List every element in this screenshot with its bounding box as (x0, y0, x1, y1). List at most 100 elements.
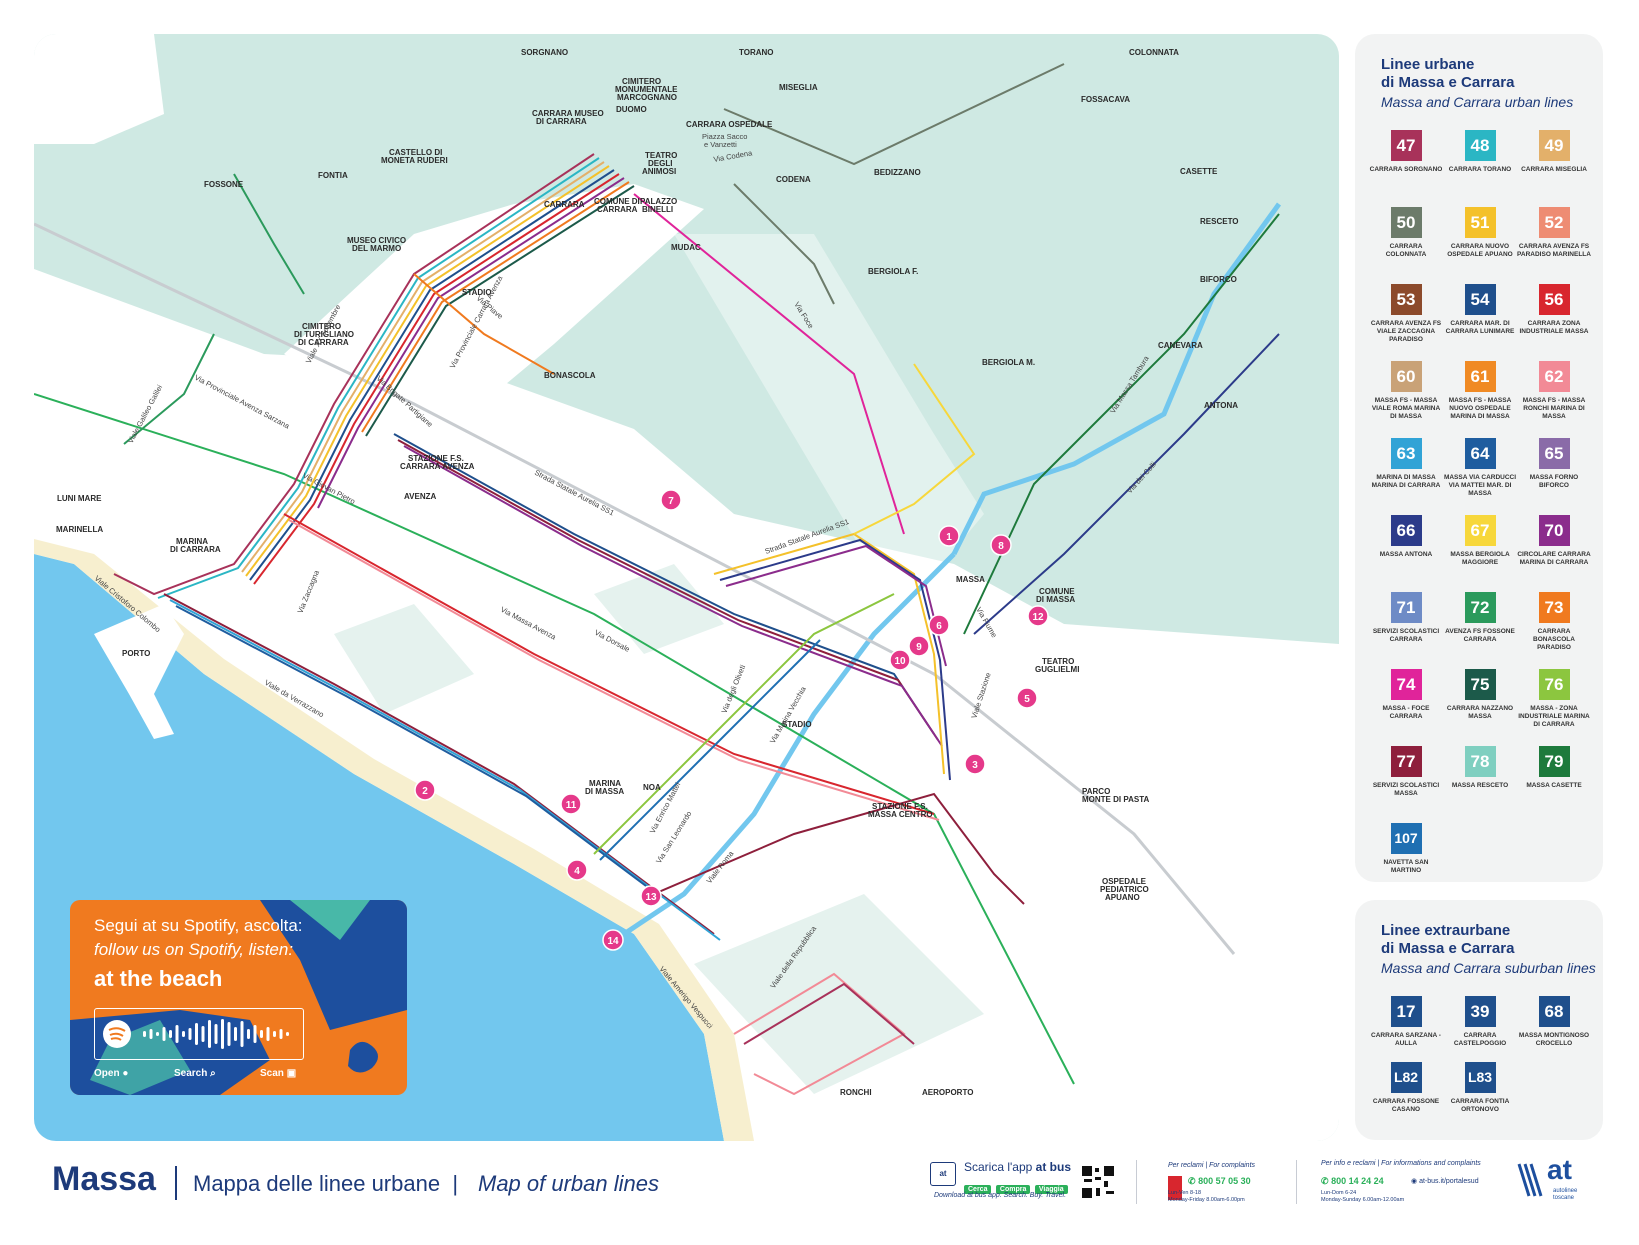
spotify-open-button[interactable]: Open ● (94, 1068, 128, 1079)
qr-code-icon[interactable] (1080, 1164, 1116, 1200)
spotify-search-button[interactable]: Search ⌕ (174, 1068, 216, 1079)
place-label: OSPEDALE (1102, 877, 1147, 886)
code-bar (266, 1027, 270, 1041)
place-label: FOSSONE (204, 180, 244, 189)
brand-mark-icon (1517, 1163, 1543, 1197)
numbered-stop[interactable]: 3 (964, 753, 986, 775)
line-badge: L83 (1464, 1062, 1496, 1093)
line-description: MASSA CASETTE (1526, 782, 1582, 789)
code-bar (169, 1030, 172, 1038)
spotify-scan-button[interactable]: Scan ▣ (260, 1068, 296, 1079)
numbered-stop[interactable]: 12 (1027, 605, 1049, 627)
line-badge: 62 (1538, 361, 1570, 392)
numbered-stop[interactable]: 10 (889, 649, 911, 671)
stop-number: 13 (645, 892, 657, 903)
place-label: NOA (643, 783, 661, 792)
place-label: MISEGLIA (779, 83, 818, 92)
numbered-stop[interactable]: 14 (602, 929, 624, 951)
info-web[interactable]: ◉ at-bus.it/portalesud (1411, 1177, 1479, 1185)
place-label: FONTIA (318, 171, 348, 180)
code-bar (162, 1027, 166, 1041)
place-label: CARRARA (597, 205, 638, 214)
numbered-stop[interactable]: 8 (990, 534, 1012, 556)
numbered-stop[interactable]: 7 (660, 489, 682, 511)
park-area (334, 604, 474, 714)
globe-icon: ◉ (1411, 1178, 1418, 1185)
numbered-stop[interactable]: 2 (414, 779, 436, 801)
spotify-code[interactable] (94, 1008, 304, 1060)
app-btn-viaggia[interactable]: Viaggia (1034, 1185, 1068, 1194)
line-badge: 39 (1464, 996, 1496, 1027)
place-label: STAZIONE F.S. (872, 802, 928, 811)
place-label: DI CARRARA (298, 338, 349, 347)
numbered-stop[interactable]: 5 (1016, 687, 1038, 709)
numbered-stop[interactable]: 6 (928, 614, 950, 636)
code-bar (214, 1024, 218, 1044)
stop-marker (566, 859, 588, 881)
spotify-card-graphic (70, 900, 407, 1095)
urban-area (34, 34, 164, 144)
app-btn-compra[interactable]: Compra (995, 1185, 1031, 1194)
info-phone[interactable]: ✆ 800 14 24 24 (1321, 1176, 1384, 1187)
place-label: AVENZA (404, 492, 437, 501)
spotify-line-1: Segui at su Spotify, ascolta: (94, 916, 303, 935)
spotify-promo-card[interactable]: Segui at su Spotify, ascolta: follow us … (70, 900, 407, 1095)
numbered-stop[interactable]: 4 (566, 859, 588, 881)
app-btn-cerca[interactable]: Cerca (964, 1185, 992, 1194)
numbered-stop[interactable]: 11 (560, 793, 582, 815)
complaints-phone[interactable]: ✆ 800 57 05 30 (1188, 1176, 1251, 1187)
footer-subtitle-en: Map of urban lines (478, 1171, 659, 1196)
place-label: RESCETO (1200, 217, 1239, 226)
line-badge: 53 (1390, 284, 1422, 315)
footer-separator (1296, 1160, 1297, 1204)
numbered-stop[interactable]: 9 (908, 635, 930, 657)
place-label: DI CARRARA (170, 545, 221, 554)
line-badge: 78 (1464, 746, 1496, 777)
code-bar (143, 1031, 146, 1037)
app-title: Scarica l'app at bus (964, 1160, 1071, 1174)
place-label: CARRARA (544, 200, 585, 209)
numbered-stop[interactable]: 13 (640, 885, 662, 907)
line-badge: 50 (1390, 207, 1422, 238)
numbered-stop[interactable]: 1 (938, 525, 960, 547)
railway (34, 222, 1236, 955)
app-download-block[interactable]: at Scarica l'app at bus Cerca Compra Via… (930, 1160, 1080, 1205)
place-label: MASSA CENTRO (868, 810, 933, 819)
urban-area (674, 234, 984, 574)
